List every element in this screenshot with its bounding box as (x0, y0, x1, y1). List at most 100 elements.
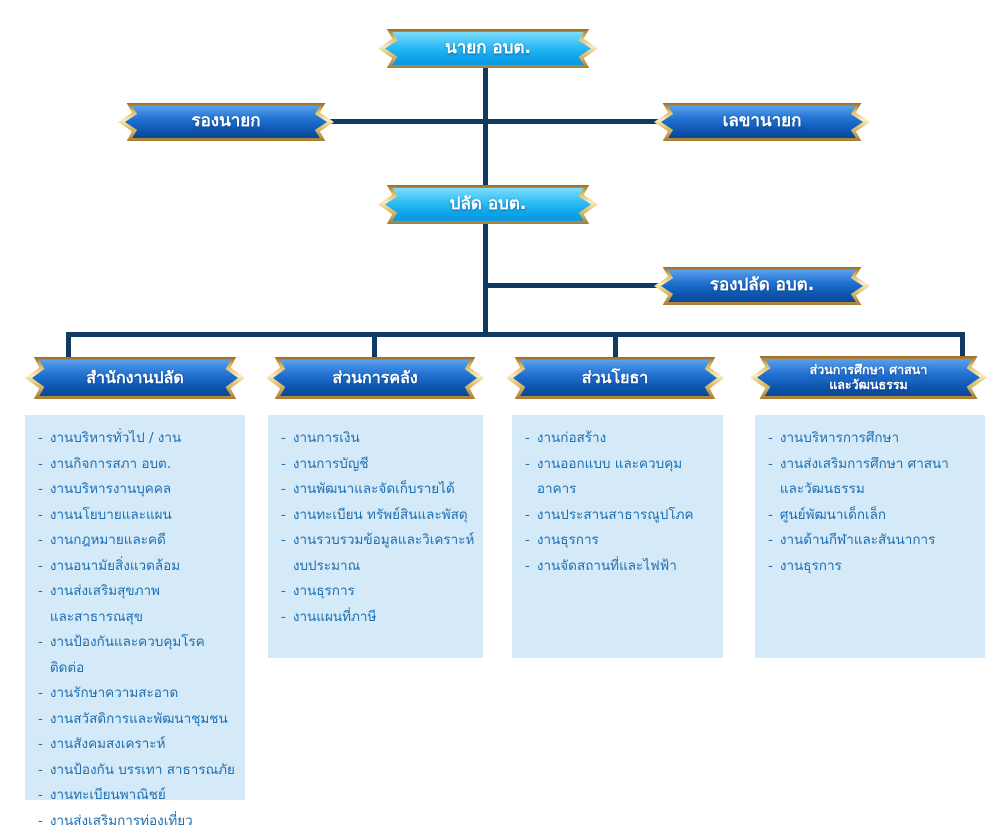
task-list-item: - งานส่งเสริมการศึกษา ศาสนา และวัฒนธรรม (768, 452, 979, 503)
connector-drop-dept4 (960, 332, 965, 359)
dash-bullet: - (38, 481, 43, 497)
dash-bullet: - (38, 557, 43, 574)
task-list-item: - งานจัดสถานที่และไฟฟ้า (525, 554, 717, 580)
dash-bullet: - (525, 506, 530, 523)
dash-bullet: - (525, 532, 530, 548)
dept-banner-office-of-clerk: สำนักงานปลัด (25, 357, 245, 399)
task-list-public-works: - งานก่อสร้าง - งานออกแบบ และควบคุมอาคาร… (512, 415, 723, 658)
task-list-item: - งานออกแบบ และควบคุมอาคาร (525, 452, 717, 503)
dash-bullet: - (38, 455, 43, 472)
dash-bullet: - (768, 455, 773, 472)
node-secretary-label: เลขานายก (722, 111, 802, 132)
task-list-item: - งานรวบรวมข้อมูลและวิเคราะห์ งบประมาณ (281, 528, 477, 579)
task-list-item: - งานธุรการ (768, 554, 979, 580)
ribbon-body (385, 32, 591, 65)
dept-banner-label: ส่วนการคลัง (332, 367, 418, 387)
ribbon-body (125, 106, 327, 138)
dash-bullet: - (38, 812, 43, 829)
connector-drop-dept3 (613, 332, 618, 359)
dash-bullet: - (38, 583, 43, 599)
dash-bullet: - (768, 532, 773, 548)
task-list-education: - งานบริหารการศึกษา - งานส่งเสริมการศึกษ… (755, 415, 985, 658)
task-list-item: - งานธุรการ (281, 579, 477, 605)
task-list-item: - งานป้องกันและควบคุมโรคติดต่อ (38, 630, 239, 681)
task-list-item: - งานนโยบายและแผน (38, 503, 239, 529)
dash-bullet: - (281, 481, 286, 497)
dept-banner-finance: ส่วนการคลัง (266, 357, 484, 399)
task-list-item: - งานธุรการ (525, 528, 717, 554)
connector-main-bar (66, 332, 965, 337)
dash-bullet: - (281, 532, 286, 548)
task-list-item: - งานด้านกีฬาและสันนาการ (768, 528, 979, 554)
dash-bullet: - (38, 761, 43, 778)
node-deputy-mayor: รองนายก (118, 103, 334, 141)
node-secretary: เลขานายก (654, 103, 870, 141)
dash-bullet: - (281, 455, 286, 472)
dash-bullet: - (768, 557, 773, 574)
node-deputy-clerk: รองปลัด อบต. (654, 267, 870, 305)
dash-bullet: - (768, 506, 773, 523)
node-deputy-clerk-label: รองปลัด อบต. (709, 275, 815, 296)
task-list-item: - งานกิจการสภา อบต. (38, 452, 239, 478)
task-list-item: - งานทะเบียน ทรัพย์สินและพัสดุ (281, 503, 477, 529)
node-clerk: ปลัด อบต. (378, 185, 598, 224)
task-list-item: - งานส่งเสริมสุขภาพ และสาธารณสุข (38, 579, 239, 630)
dash-bullet: - (281, 506, 286, 523)
dash-bullet: - (38, 685, 43, 701)
connector-drop-dept2 (372, 332, 377, 359)
task-list-item: - งานบริหารการศึกษา (768, 426, 979, 452)
task-list-item: - งานสวัสดิการและพัฒนาชุมชน (38, 707, 239, 733)
task-list-item: - งานก่อสร้าง (525, 426, 717, 452)
dash-bullet: - (38, 736, 43, 752)
task-list-item: - งานกฎหมายและคดี (38, 528, 239, 554)
task-list-item: - งานบริหารทั่วไป / งาน (38, 426, 239, 452)
dash-bullet: - (525, 455, 530, 472)
node-mayor-label: นายก อบต. (445, 37, 531, 58)
dept-banner-public-works: ส่วนโยธา (506, 357, 724, 399)
dash-bullet: - (38, 430, 43, 446)
task-list-item: - งานรักษาความสะอาด (38, 681, 239, 707)
task-list-item: - งานบริหารงานบุคคล (38, 477, 239, 503)
dept-banner-label: ส่วนโยธา (581, 367, 649, 387)
task-list-item: - งานทะเบียนพาณิชย์ (38, 783, 239, 809)
ribbon-body (661, 270, 863, 302)
task-list-item: - งานพัฒนาและจัดเก็บรายได้ (281, 477, 477, 503)
task-list-item: - งานการบัญชี (281, 452, 477, 478)
connector-clerk-down (483, 222, 488, 337)
dept-banner-education: ส่วนการศึกษา ศาสนา และวัฒนธรรม (750, 356, 987, 399)
ribbon-body (32, 360, 238, 396)
connector-drop-dept1 (66, 332, 71, 359)
connector-to-deputy-clerk (483, 283, 660, 288)
ribbon-body (757, 359, 980, 396)
dash-bullet: - (38, 787, 43, 803)
dash-bullet: - (525, 557, 530, 574)
dash-bullet: - (38, 506, 43, 523)
task-list-item: - งานประสานสาธารณูปโภค (525, 503, 717, 529)
task-list-item: - งานสังคมสงเคราะห์ (38, 732, 239, 758)
dash-bullet: - (38, 532, 43, 548)
connector-mayor-to-clerk (483, 64, 488, 190)
dept-banner-label: สำนักงานปลัด (86, 367, 184, 387)
task-list-item: - งานป้องกัน บรรเทา สาธารณภัย (38, 758, 239, 784)
dash-bullet: - (38, 710, 43, 727)
connector-deputy-secretary (330, 119, 660, 124)
ribbon-body (661, 106, 863, 138)
node-deputy-mayor-label: รองนายก (191, 111, 261, 132)
ribbon-body (385, 188, 591, 221)
node-mayor: นายก อบต. (378, 29, 598, 68)
ribbon-body (273, 360, 477, 396)
dash-bullet: - (38, 634, 43, 650)
node-clerk-label: ปลัด อบต. (449, 193, 527, 214)
task-list-item: - ศูนย์พัฒนาเด็กเล็ก (768, 503, 979, 529)
dash-bullet: - (281, 430, 286, 446)
ribbon-body (513, 360, 717, 396)
task-list-item: - งานส่งเสริมการท่องเที่ยว (38, 809, 239, 835)
task-list-office-of-clerk: - งานบริหารทั่วไป / งาน - งานกิจการสภา อ… (25, 415, 245, 829)
task-list-finance: - งานการเงิน - งานการบัญชี - งานพัฒนาและ… (268, 415, 483, 658)
dept-banner-label: ส่วนการศึกษา ศาสนา และวัฒนธรรม (809, 362, 928, 392)
dash-bullet: - (768, 430, 773, 446)
task-list-item: - งานแผนที่ภาษี (281, 605, 477, 631)
dash-bullet: - (525, 430, 530, 446)
dash-bullet: - (281, 583, 286, 599)
